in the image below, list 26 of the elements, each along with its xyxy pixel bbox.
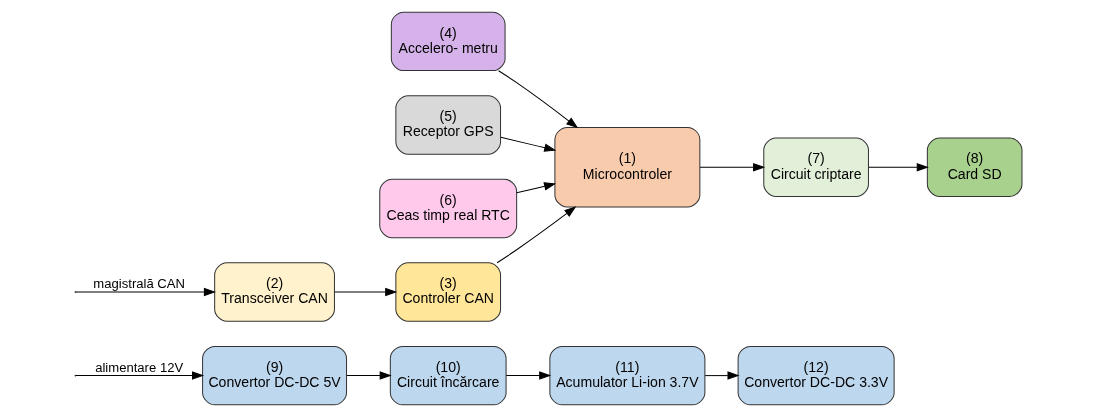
arrow	[704, 371, 740, 380]
node-box: (2) Transceiver CAN	[213, 262, 335, 322]
arrow	[499, 136, 556, 152]
node-box: (12) Convertor DC-DC 3.3V	[737, 345, 895, 406]
node-box: (10) Circuit încărcare	[389, 345, 507, 406]
node-box: (1) Microcontroler	[553, 126, 700, 208]
arrow	[699, 163, 765, 172]
arrow	[497, 70, 578, 129]
node-box: (6) Ceas timp real RTC	[378, 178, 517, 239]
node-box: (9) Convertor DC-DC 5V	[201, 345, 347, 406]
node-box: (7) Circuit criptare	[762, 137, 869, 197]
arrow	[333, 287, 397, 297]
node-box: (3) Controler CAN	[394, 262, 501, 322]
node-box: (5) Receptor GPS	[394, 95, 501, 155]
arrow	[867, 163, 929, 172]
arrow	[74, 371, 204, 380]
arrow	[345, 371, 392, 380]
node-box: (8) Card SD	[926, 137, 1022, 197]
node-box: (11) Acumulator Li-ion 3.7V	[548, 345, 705, 406]
edge-label: alimentare 12V	[94, 359, 183, 375]
arrow	[74, 287, 216, 297]
edge-label: magistrală CAN	[92, 276, 185, 292]
arrow	[496, 206, 576, 264]
node-box: (4) Accelero- metru	[390, 11, 506, 72]
arrow	[505, 371, 551, 380]
arrow	[515, 182, 556, 194]
